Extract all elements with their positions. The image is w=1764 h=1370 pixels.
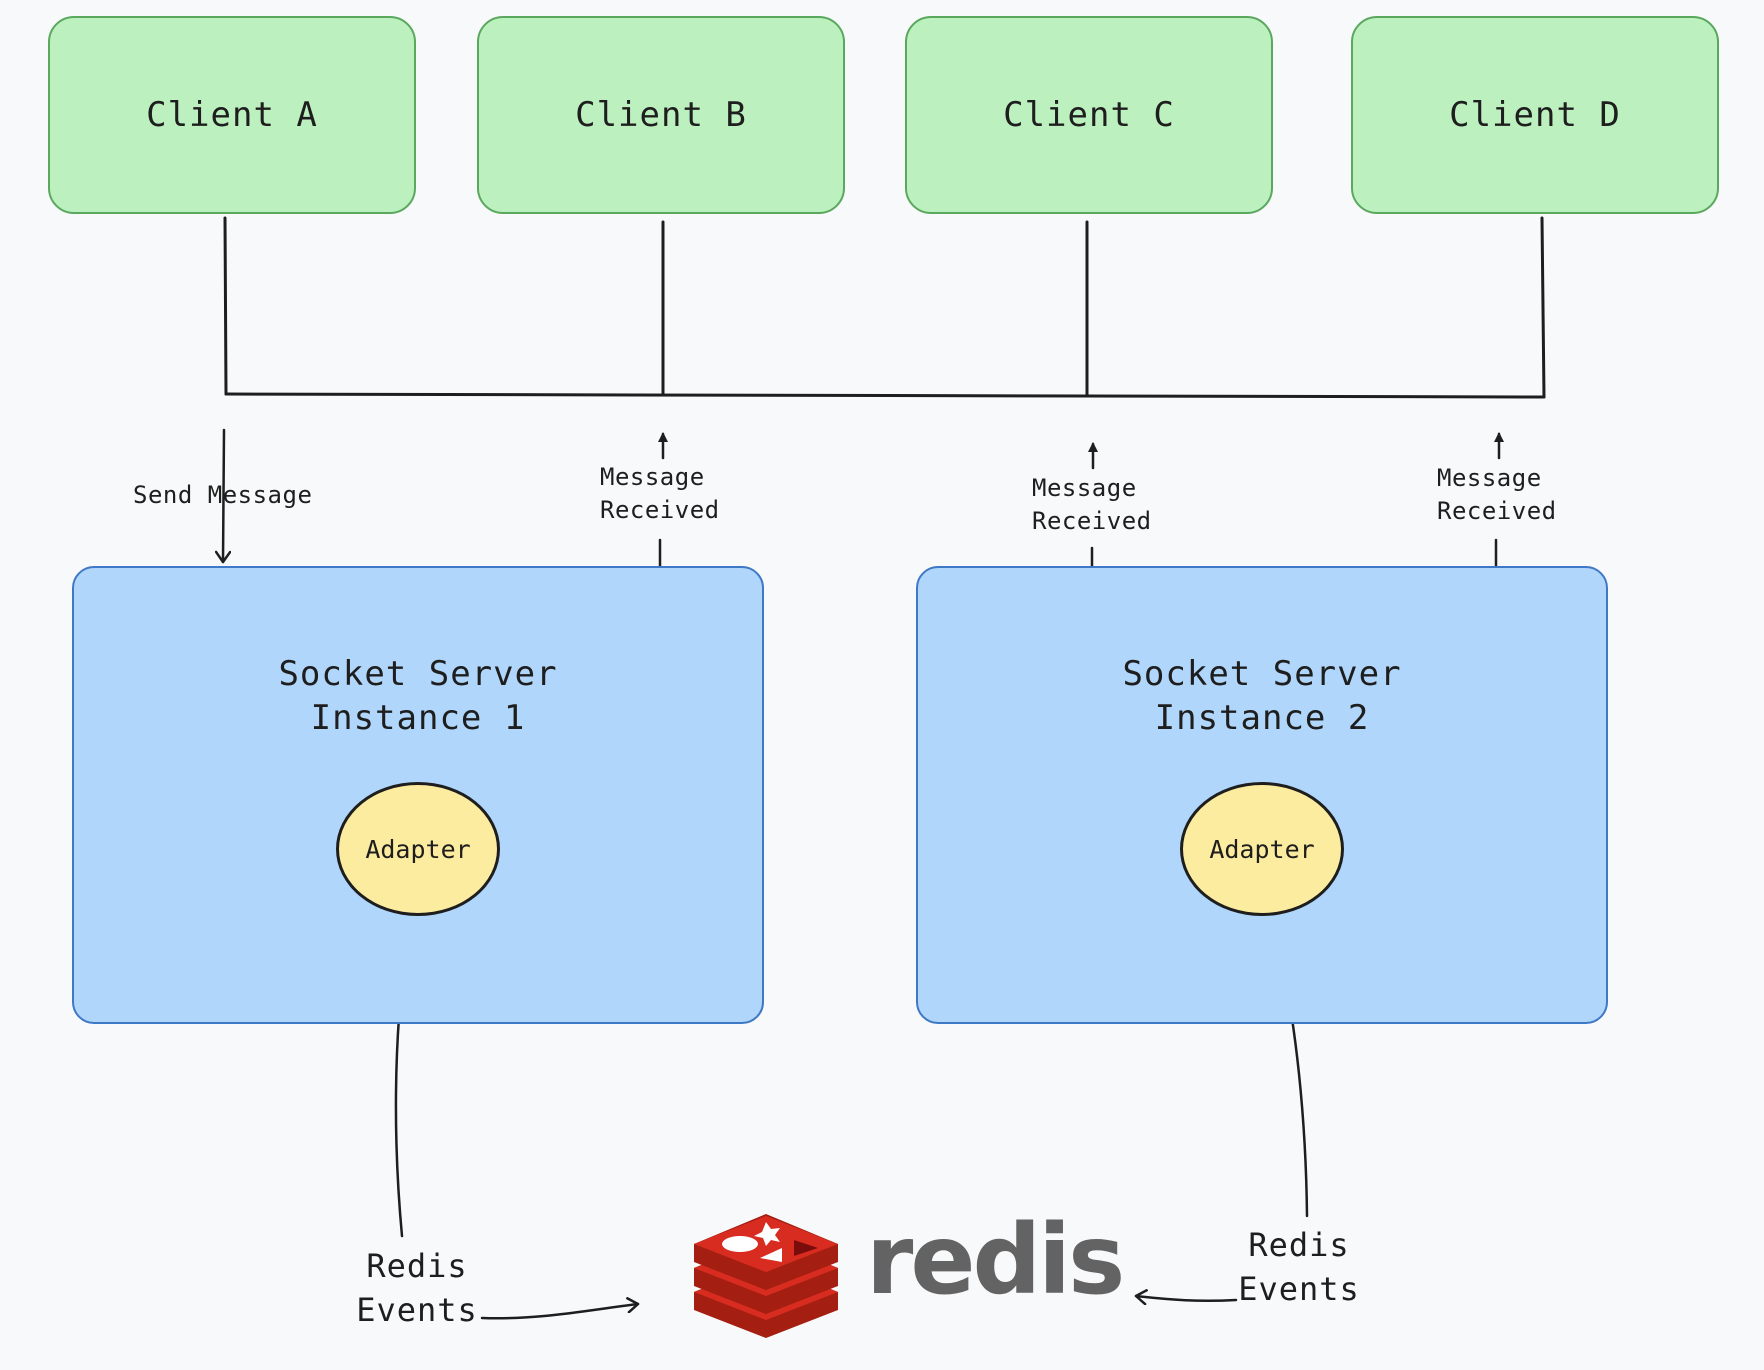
server-2-title: Socket Server Instance 2: [1122, 654, 1402, 738]
redis-logo-icon: [694, 1214, 838, 1338]
client-c-box: Client C: [905, 16, 1273, 214]
adapter-1: Adapter: [336, 782, 500, 916]
message-received-c-label: Message Received: [1032, 474, 1152, 535]
redis-events-right-label: Redis Events: [1238, 1226, 1360, 1308]
client-d-label: Client D: [1449, 95, 1621, 135]
client-d-box: Client D: [1351, 16, 1719, 214]
message-received-d-label: Message Received: [1437, 464, 1557, 525]
redis-events-left-to-logo: [480, 1304, 640, 1320]
client-a-wire: [223, 216, 228, 396]
client-d-wire: [1540, 216, 1546, 399]
send-message-label: Send Message: [133, 481, 313, 509]
socket-server-instance-2: Socket Server Instance 2 Adapter: [916, 566, 1608, 1024]
adapter-2: Adapter: [1180, 782, 1344, 916]
client-c-label: Client C: [1003, 95, 1175, 135]
redis-wordmark: redis: [866, 1204, 1125, 1316]
server-1-title: Socket Server Instance 1: [278, 654, 558, 738]
adapter-2-label: Adapter: [1209, 834, 1315, 864]
client-bus: [224, 392, 1546, 399]
redis-events-right-to-logo: [1134, 1296, 1238, 1301]
client-a-box: Client A: [48, 16, 416, 214]
client-a-label: Client A: [146, 95, 318, 135]
client-b-label: Client B: [575, 95, 747, 135]
message-received-b-label: Message Received: [600, 463, 720, 524]
redis-events-left-label: Redis Events: [356, 1247, 478, 1329]
socket-server-instance-1: Socket Server Instance 1 Adapter: [72, 566, 764, 1024]
adapter-1-label: Adapter: [365, 834, 471, 864]
client-b-box: Client B: [477, 16, 845, 214]
send-message-arrow: [223, 428, 224, 564]
